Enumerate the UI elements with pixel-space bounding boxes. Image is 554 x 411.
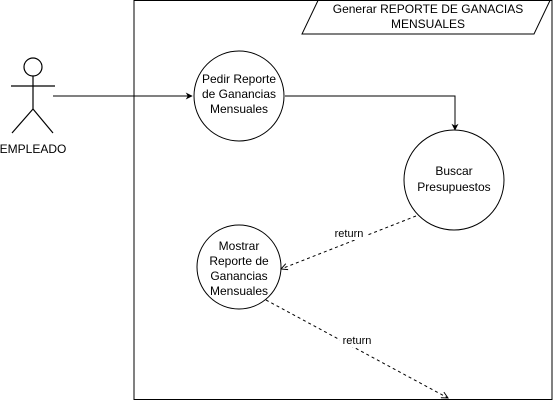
- actor-left-leg: [11, 108, 34, 134]
- actor-right-leg: [32, 108, 54, 134]
- use-case-pedir-line-1: Pedir Reporte: [202, 72, 276, 86]
- use-case-pedir-reporte-shape: [193, 50, 285, 142]
- use-case-mostrar-line-4: Mensuales: [210, 284, 268, 298]
- use-case-buscar-line-1: Buscar: [435, 164, 472, 178]
- actor-empleado[interactable]: [11, 57, 55, 134]
- use-case-mostrar-line-1: Mostrar: [219, 239, 260, 253]
- frame-title-line-1: Generar REPORTE DE GANACIAS: [333, 2, 524, 16]
- use-case-buscar-line-2: Presupuestos: [417, 180, 490, 194]
- use-case-pedir-line-2: de Ganancias: [202, 87, 276, 101]
- use-case-pedir-reporte[interactable]: Pedir Reporte de Ganancias Mensuales: [193, 50, 285, 142]
- edge-pedir-to-buscar: [285, 95, 459, 131]
- use-case-mostrar-reporte[interactable]: Mostrar Reporte de Ganancias Mensuales: [196, 224, 282, 310]
- edge-buscar-to-mostrar: [281, 215, 417, 269]
- edge-label-bg: [340, 335, 374, 347]
- use-case-mostrar-shape: [196, 224, 282, 310]
- use-case-pedir-line-3: Mensuales: [210, 102, 268, 116]
- frame-title-line-2: MENSUALES: [391, 17, 465, 31]
- actor-head: [23, 57, 43, 77]
- edge-label-return-1: return: [335, 228, 364, 240]
- edge-label-bg: [332, 228, 366, 240]
- use-case-mostrar-line-3: Ganancias: [210, 269, 267, 283]
- frame-title: Generar REPORTE DE GANACIAS MENSUALES: [301, 0, 551, 35]
- frame-title-shape: [301, 0, 551, 35]
- use-case-buscar-shape: [403, 129, 505, 231]
- use-case-mostrar-line-2: Reporte de: [209, 254, 269, 268]
- use-case-buscar-presupuestos[interactable]: Buscar Presupuestos: [403, 129, 505, 231]
- edge-mostrar-to-out: [265, 299, 448, 398]
- actor-label: EMPLEADO: [0, 142, 66, 156]
- edge-label-return-2: return: [343, 335, 372, 347]
